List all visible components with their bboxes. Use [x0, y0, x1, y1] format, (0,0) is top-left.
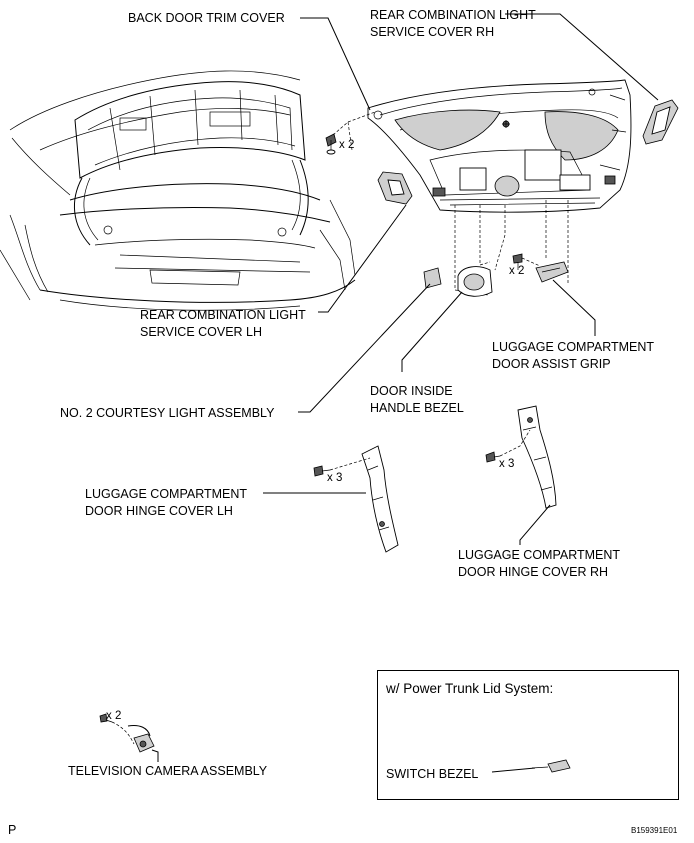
inset-power-trunk-lid-box: [377, 670, 679, 800]
qty-assist-grip-screw: x 2: [509, 265, 525, 277]
label-television-camera-assembly: TELEVISION CAMERA ASSEMBLY: [68, 764, 268, 778]
label-door-inside-handle-bezel-line1: DOOR INSIDE: [370, 384, 453, 398]
label-rear-combination-light-service-cover-lh-line2: SERVICE COVER LH: [140, 325, 263, 339]
screw-icon: [512, 253, 523, 270]
figure-code: B159391E01: [631, 826, 678, 835]
trunk-body-drawing: [0, 70, 356, 311]
label-luggage-compartment-door-assist-grip-line1: LUGGAGE COMPARTMENT: [492, 340, 655, 354]
qty-hinge-rh-clip: x 3: [499, 458, 515, 470]
footer-left-mark: P: [8, 823, 17, 837]
qty-trim-clip: x 2: [339, 139, 355, 151]
label-rear-combination-light-service-cover-rh-line2: SERVICE COVER RH: [370, 25, 495, 39]
label-switch-bezel: SWITCH BEZEL: [386, 767, 479, 781]
label-luggage-compartment-door-hinge-cover-lh-line2: DOOR HINGE COVER LH: [85, 504, 233, 518]
qty-hinge-lh-clip: x 3: [327, 472, 343, 484]
label-back-door-trim-cover: BACK DOOR TRIM COVER: [128, 11, 285, 25]
clip-icon: [325, 133, 337, 155]
label-luggage-compartment-door-hinge-cover-rh-line2: DOOR HINGE COVER RH: [458, 565, 609, 579]
label-rear-combination-light-service-cover-rh-line1: REAR COMBINATION LIGHT: [370, 8, 536, 22]
label-rear-combination-light-service-cover-lh-line1: REAR COMBINATION LIGHT: [140, 308, 306, 322]
label-luggage-compartment-door-hinge-cover-rh-line1: LUGGAGE COMPARTMENT: [458, 548, 621, 562]
inset-title: w/ Power Trunk Lid System:: [386, 681, 554, 696]
trim-cover-drawing: [367, 79, 632, 213]
qty-camera-screw: x 2: [106, 710, 122, 722]
label-no2-courtesy-light-assembly: NO. 2 COURTESY LIGHT ASSEMBLY: [60, 406, 275, 420]
label-luggage-compartment-door-assist-grip-line2: DOOR ASSIST GRIP: [492, 357, 611, 371]
label-luggage-compartment-door-hinge-cover-lh-line1: LUGGAGE COMPARTMENT: [85, 487, 248, 501]
label-door-inside-handle-bezel-line2: HANDLE BEZEL: [370, 401, 464, 415]
